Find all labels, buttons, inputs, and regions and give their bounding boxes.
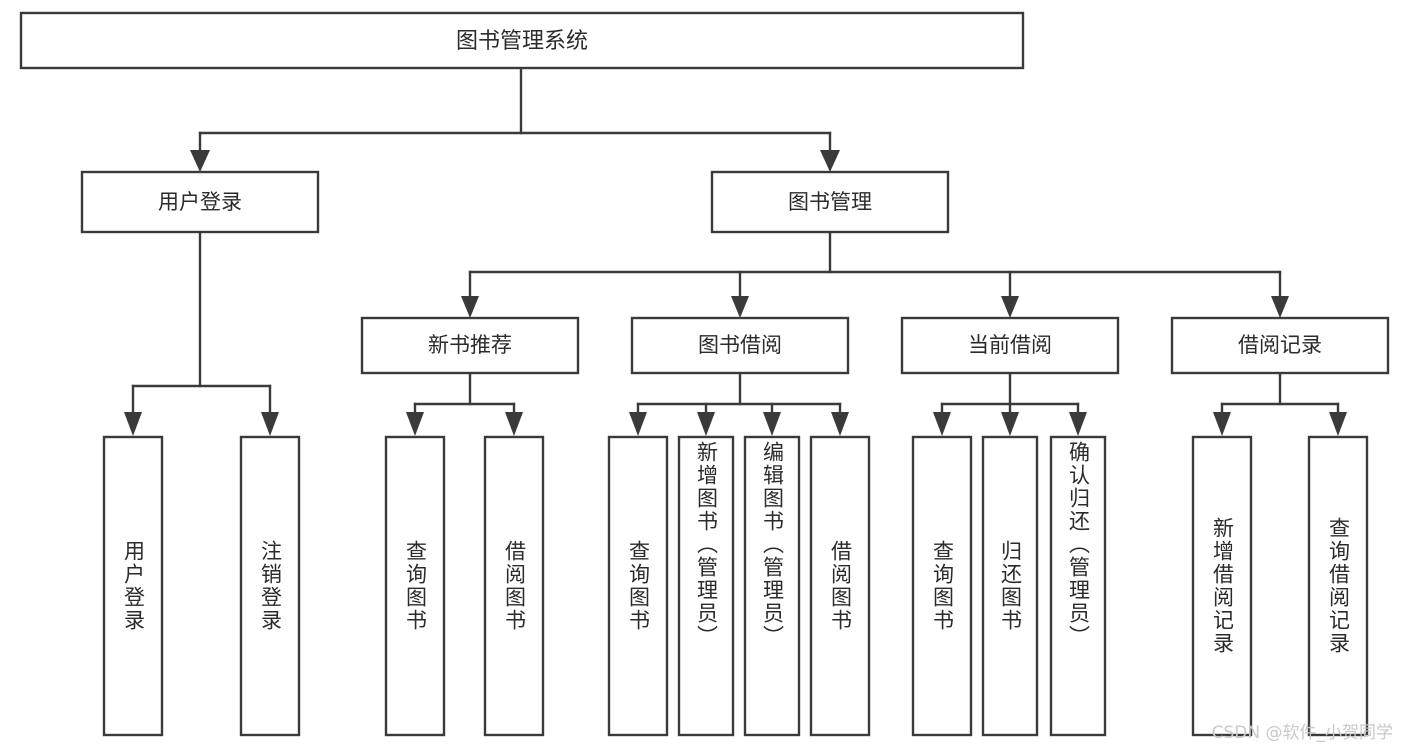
node-current-borrow-label: 当前借阅: [968, 333, 1052, 357]
node-book-borrow[interactable]: 图书借阅: [630, 316, 850, 375]
node-book-borrow-box[interactable]: [630, 316, 850, 375]
leaf-query-record-box[interactable]: [1307, 435, 1369, 737]
arrow-head-current-borrow: [1001, 296, 1019, 318]
arrow-head-borrow-record: [1271, 296, 1289, 318]
arrow-head-leaf-user-login: [124, 412, 142, 436]
node-book-management-label: 图书管理: [788, 190, 872, 214]
node-new-book-recommend-box[interactable]: [360, 316, 580, 375]
leaf-query-book-1-box[interactable]: [384, 435, 446, 737]
arrow-head-leaf-query-record: [1329, 412, 1347, 436]
arrow-head-leaf-confirm-return: [1069, 412, 1087, 436]
arrow-head-user-login: [190, 150, 210, 172]
leaf-query-book-3-box[interactable]: [911, 435, 973, 737]
leaf-confirm-return-box[interactable]: [1049, 435, 1107, 737]
node-book-management[interactable]: 图书管理: [710, 170, 950, 234]
leaf-edit-book-box[interactable]: [743, 435, 801, 737]
node-root-box[interactable]: [19, 11, 1025, 70]
node-borrow-record[interactable]: 借阅记录: [1170, 316, 1390, 375]
arrow-head-leaf-add-book: [697, 412, 715, 436]
node-borrow-record-box[interactable]: [1170, 316, 1390, 375]
leaf-add-book-box[interactable]: [677, 435, 735, 737]
leaf-borrow-book-2-box[interactable]: [809, 435, 871, 737]
arrow-head-leaf-edit-book: [763, 412, 781, 436]
node-user-login-label: 用户登录: [158, 190, 242, 214]
leaf-user-login-box[interactable]: [102, 435, 164, 737]
watermark-text: CSDN @软件_小贺同学: [1211, 723, 1393, 743]
node-current-borrow-box[interactable]: [900, 316, 1120, 375]
node-root-label: 图书管理系统: [456, 29, 588, 54]
arrow-head-leaf-return-book: [1001, 412, 1019, 436]
arrow-head-leaf-query-book-2: [629, 412, 647, 436]
leaf-add-record-box[interactable]: [1191, 435, 1253, 737]
arrow-head-leaf-add-record: [1213, 412, 1231, 436]
leaf-return-book-box[interactable]: [981, 435, 1039, 737]
node-new-book-recommend-label: 新书推荐: [428, 333, 512, 357]
node-current-borrow[interactable]: 当前借阅: [900, 316, 1120, 375]
arrow-head-leaf-query-book-3: [933, 412, 951, 436]
leaf-query-book-2-box[interactable]: [607, 435, 669, 737]
node-book-borrow-label: 图书借阅: [698, 333, 782, 357]
leaf-borrow-book-1-box[interactable]: [483, 435, 545, 737]
node-user-login[interactable]: 用户登录: [80, 170, 320, 234]
arrow-head-leaf-borrow-book-1: [505, 412, 523, 436]
arrow-head-leaf-query-book-1: [406, 412, 424, 436]
leaf-logout-box[interactable]: [239, 435, 301, 737]
arrow-head-new-book-recommend: [461, 296, 479, 318]
node-borrow-record-label: 借阅记录: [1238, 333, 1322, 357]
arrow-head-book-borrow: [731, 296, 749, 318]
node-root[interactable]: 图书管理系统: [19, 11, 1025, 70]
arrow-head-leaf-logout: [261, 412, 279, 436]
node-book-management-box[interactable]: [710, 170, 950, 234]
node-user-login-box[interactable]: [80, 170, 320, 234]
leaf-box-layer: [102, 435, 1369, 737]
arrow-head-book-management: [820, 150, 840, 172]
node-new-book-recommend[interactable]: 新书推荐: [360, 316, 580, 375]
arrow-head-leaf-borrow-book-2: [831, 412, 849, 436]
connector-layer: [124, 66, 1347, 436]
